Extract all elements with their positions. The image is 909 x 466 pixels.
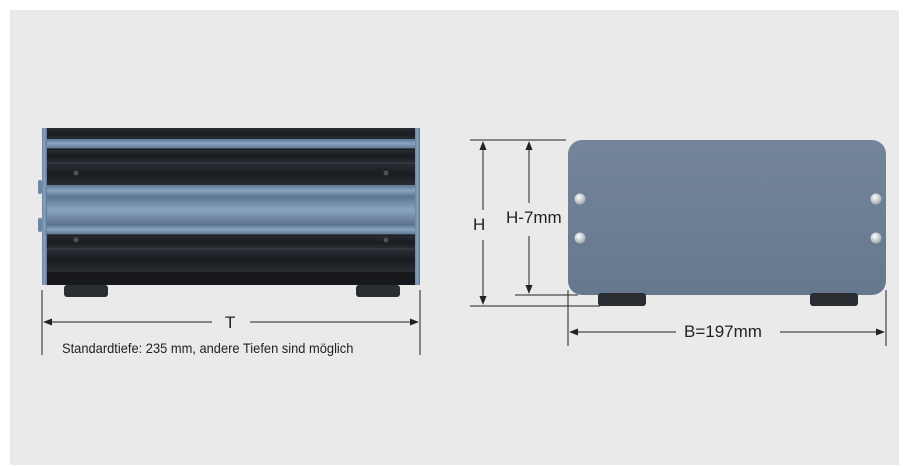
- screw-icon: [870, 193, 882, 205]
- inner-height-label: H-7mm: [502, 208, 566, 228]
- screw-icon: [870, 232, 882, 244]
- lower-dark-band-2: [42, 249, 420, 272]
- foot-right: [356, 285, 400, 297]
- top-profile: [42, 128, 420, 139]
- screw-icon: [383, 237, 389, 243]
- foot-left: [64, 285, 108, 297]
- screw-icon: [73, 170, 79, 176]
- front-view-housing: [568, 140, 886, 306]
- screw-icon: [574, 193, 586, 205]
- depth-label: T: [225, 313, 236, 332]
- left-end-cap: [42, 128, 47, 285]
- middle-blue-band-1: [42, 185, 420, 197]
- lower-dark-band-1: [42, 235, 420, 249]
- lower-blue-band: [42, 225, 420, 235]
- width-dimension: [567, 290, 887, 346]
- front-panel: [568, 140, 886, 295]
- upper-blue-band: [42, 139, 420, 149]
- foot-right: [810, 293, 858, 306]
- width-label: B=197mm: [684, 322, 762, 341]
- depth-note: Standardtiefe: 235 mm, andere Tiefen sin…: [62, 340, 354, 356]
- screw-icon: [574, 232, 586, 244]
- height-label: H: [469, 215, 490, 235]
- height-dimension: [470, 139, 600, 307]
- foot-left: [598, 293, 646, 306]
- side-view-housing: [38, 128, 420, 297]
- bottom-profile: [42, 272, 420, 285]
- screw-icon: [383, 170, 389, 176]
- screw-icon: [73, 237, 79, 243]
- upper-dark-band-1: [42, 149, 420, 163]
- upper-dark-band-2: [42, 163, 420, 185]
- depth-dimension: [41, 290, 421, 355]
- right-end-cap: [415, 128, 420, 285]
- middle-blue-band-2: [42, 197, 420, 225]
